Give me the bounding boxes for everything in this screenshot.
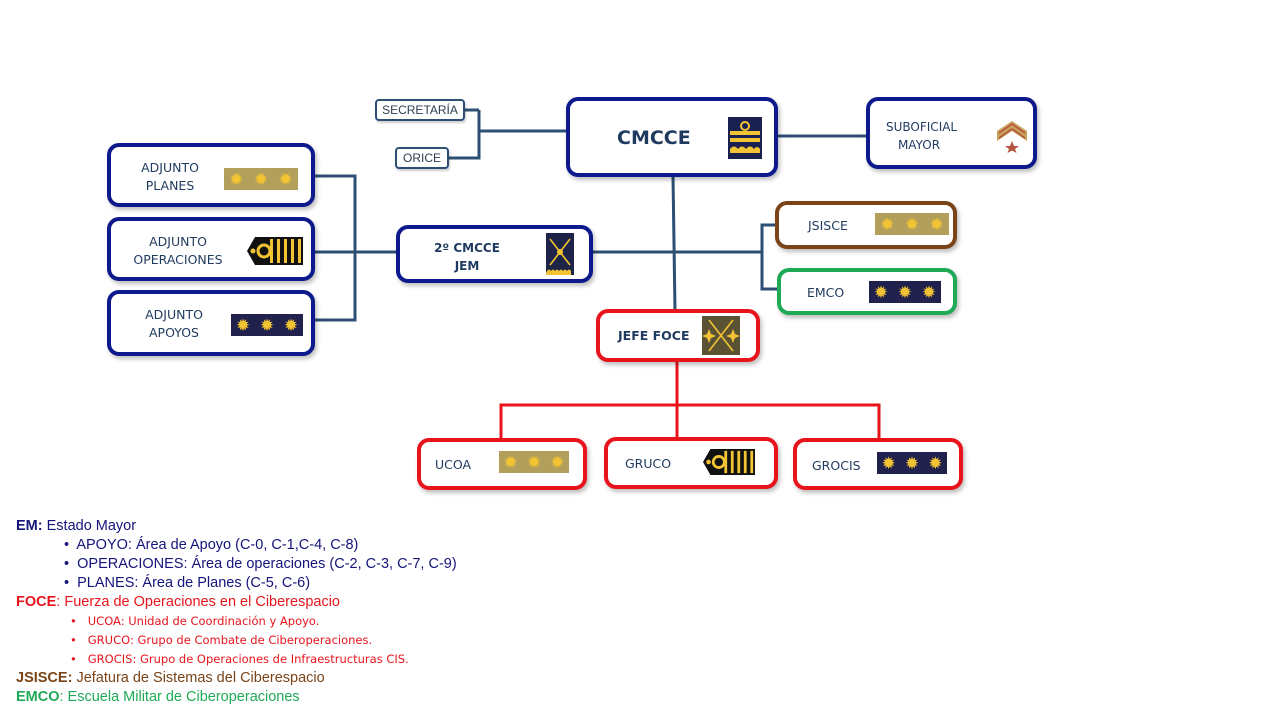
node-label-line2: PLANES xyxy=(145,178,195,193)
legend: EM: Estado Mayor • APOYO: Área de Apoyo … xyxy=(16,517,457,707)
node-adjunto-operaciones[interactable]: ADJUNTO OPERACIONES xyxy=(107,217,315,281)
bullet-icon: • xyxy=(70,614,77,628)
legend-em: EM: Estado Mayor xyxy=(16,517,457,536)
naval-stripes-icon xyxy=(247,237,303,265)
legend-foce-abbr: FOCE xyxy=(16,594,57,610)
legend-foce-text: : Fuerza de Operaciones en el Ciberespac… xyxy=(56,594,340,610)
three-stars-navy-icon: ✹✹✹ xyxy=(231,314,303,336)
bullet-icon: • xyxy=(70,652,77,666)
legend-jsisce-abbr: JSISCE: xyxy=(16,670,73,686)
bullet-icon: • xyxy=(64,537,70,553)
node-2-cmcce-jem[interactable]: 2º CMCCE JEM xyxy=(396,225,593,283)
legend-item-text: GROCIS: Grupo de Operaciones de Infraest… xyxy=(87,652,409,666)
node-label: UCOA xyxy=(435,457,472,472)
node-jsisce[interactable]: JSISCE ✹✹✹ xyxy=(775,201,957,249)
legend-emco: EMCO: Escuela Militar de Ciberoperacione… xyxy=(16,688,457,707)
legend-em-abbr: EM: xyxy=(16,518,43,534)
node-label-line1: ADJUNTO xyxy=(149,234,207,249)
bullet-icon: • xyxy=(64,575,70,591)
three-stars-gold-icon: ✹✹✹ xyxy=(499,451,569,473)
node-ucoa[interactable]: UCOA ✹✹✹ xyxy=(417,438,587,490)
node-label-line2: APOYOS xyxy=(149,325,199,340)
legend-item-text: OPERACIONES: Área de operaciones (C-2, C… xyxy=(77,556,457,572)
node-grocis[interactable]: GROCIS ✹✹✹ xyxy=(793,438,963,490)
bullet-icon: • xyxy=(64,556,70,572)
node-label-line1: ADJUNTO xyxy=(141,160,199,175)
connector-cmcce-down xyxy=(671,175,677,312)
node-label-line2: OPERACIONES xyxy=(133,252,223,267)
admiral-shoulder-board-icon xyxy=(728,117,762,159)
node-label: EMCO xyxy=(807,285,845,300)
chevron-star-icon xyxy=(997,121,1027,153)
node-label-line2: JEM xyxy=(454,259,480,273)
three-stars-navy-icon: ✹✹✹ xyxy=(877,452,947,474)
three-stars-gold-icon: ✹✹✹ xyxy=(224,168,298,190)
crossed-batons-stars-icon xyxy=(702,316,740,355)
legend-foce-item: • GROCIS: Grupo de Operaciones de Infrae… xyxy=(16,650,457,669)
legend-item-text: GRUCO: Grupo de Combate de Ciberoperacio… xyxy=(87,633,373,647)
connector-adjuntos xyxy=(315,174,357,322)
node-label-line2: MAYOR xyxy=(897,138,941,152)
legend-jsisce-text: Jefatura de Sistemas del Ciberespacio xyxy=(72,670,325,686)
node-jefe-foce[interactable]: JEFE FOCE xyxy=(596,309,760,362)
node-label-line1: SUBOFICIAL xyxy=(886,120,958,134)
legend-foce-item: • UCOA: Unidad de Coordinación y Apoyo. xyxy=(16,612,457,631)
node-adjunto-apoyos[interactable]: ADJUNTO APOYOS ✹✹✹ xyxy=(107,290,315,356)
legend-item-text: UCOA: Unidad de Coordinación y Apoyo. xyxy=(87,614,320,628)
node-label: CMCCE xyxy=(617,127,691,149)
connector-jsisce-emco xyxy=(760,223,778,291)
node-cmcce[interactable]: CMCCE xyxy=(566,97,778,177)
node-label: SECRETARÍA xyxy=(382,103,458,117)
legend-em-item: • OPERACIONES: Área de operaciones (C-2,… xyxy=(16,555,457,574)
legend-foce: FOCE: Fuerza de Operaciones en el Cibere… xyxy=(16,593,457,612)
connector-foce-units xyxy=(499,403,881,440)
crossed-batons-icon xyxy=(546,233,574,275)
legend-item-text: PLANES: Área de Planes (C-5, C-6) xyxy=(77,575,311,591)
three-stars-navy-icon: ✹✹✹ xyxy=(869,281,941,303)
node-label: GRUCO xyxy=(625,456,672,471)
bullet-icon: • xyxy=(70,633,77,647)
node-label-line1: 2º CMCCE xyxy=(434,241,500,255)
legend-em-item: • APOYO: Área de Apoyo (C-0, C-1,C-4, C-… xyxy=(16,536,457,555)
node-orice[interactable]: ORICE xyxy=(395,147,449,169)
three-stars-gold-icon: ✹✹✹ xyxy=(875,213,949,235)
naval-stripes-icon xyxy=(703,449,755,475)
legend-foce-item: • GRUCO: Grupo de Combate de Ciberoperac… xyxy=(16,631,457,650)
node-label: JEFE FOCE xyxy=(618,328,690,343)
node-label: ORICE xyxy=(402,151,441,165)
node-label: GROCIS xyxy=(812,458,861,473)
node-label: JSISCE xyxy=(808,218,848,233)
node-gruco[interactable]: GRUCO xyxy=(604,437,778,489)
legend-item-text: APOYO: Área de Apoyo (C-0, C-1,C-4, C-8) xyxy=(76,537,359,553)
node-adjunto-planes[interactable]: ADJUNTO PLANES ✹✹✹ xyxy=(107,143,315,207)
legend-emco-text: : Escuela Militar de Ciberoperaciones xyxy=(59,689,300,705)
legend-jsisce: JSISCE: Jefatura de Sistemas del Ciberes… xyxy=(16,669,457,688)
legend-emco-abbr: EMCO xyxy=(16,689,60,705)
legend-em-item: • PLANES: Área de Planes (C-5, C-6) xyxy=(16,574,457,593)
node-emco[interactable]: EMCO ✹✹✹ xyxy=(777,268,957,315)
node-secretaria[interactable]: SECRETARÍA xyxy=(375,99,465,121)
connector-secretaria xyxy=(448,110,481,160)
node-suboficial-mayor[interactable]: SUBOFICIAL MAYOR xyxy=(866,97,1037,169)
legend-em-text: Estado Mayor xyxy=(42,518,137,534)
node-label-line1: ADJUNTO xyxy=(145,307,203,322)
